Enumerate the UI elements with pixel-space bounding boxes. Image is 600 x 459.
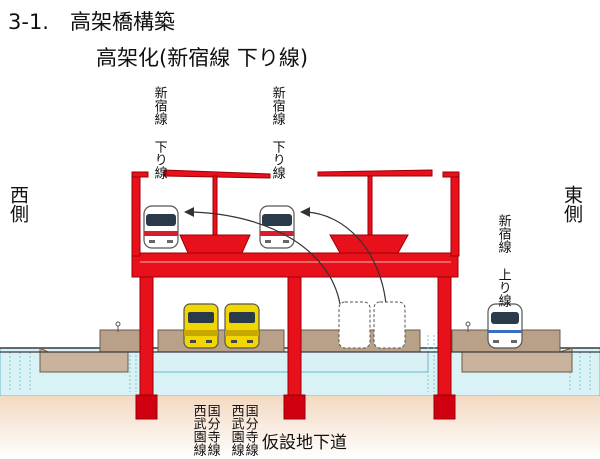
- train-ground-yellow-2: [224, 303, 260, 349]
- platform-right: [329, 234, 409, 254]
- viaduct-deck: [131, 252, 459, 278]
- canopy-left: [163, 169, 271, 179]
- canopy-right: [317, 169, 433, 177]
- viaduct-right-wall: [450, 171, 460, 257]
- seibuen-line-label-2: 西武園線: [228, 404, 244, 456]
- old-track-outlines: [338, 301, 406, 349]
- page-subtitle: 高架化(新宿線 下り線): [96, 46, 309, 70]
- signal-posts: [115, 321, 471, 332]
- seibuen-line-label-1: 西武園線: [190, 404, 206, 456]
- temporary-underpass-label: 仮設地下道: [262, 433, 347, 453]
- down-line-label-2: 新宿線 下り線: [269, 86, 285, 179]
- viaduct: [131, 169, 460, 420]
- train-viaduct-2: [259, 205, 295, 249]
- train-ground-up-line: [487, 303, 523, 349]
- viaduct-left-wall: [131, 171, 141, 257]
- move-arrow-left: [189, 211, 341, 305]
- up-line-label: 新宿線 上り線: [495, 214, 511, 307]
- move-arrow-right: [305, 211, 387, 305]
- kokubunji-line-label-1: 国分寺線: [204, 404, 220, 456]
- kokubunji-line-label-2: 国分寺線: [242, 404, 258, 456]
- move-arrows: [189, 211, 387, 305]
- train-ground-yellow-1: [183, 303, 219, 349]
- west-side-label: 西側: [7, 185, 29, 223]
- train-viaduct-1: [143, 205, 179, 249]
- down-line-label-1: 新宿線 下り線: [151, 86, 167, 179]
- east-side-label: 東側: [561, 185, 583, 223]
- platform-left: [179, 234, 251, 254]
- page-title: 3-1. 高架橋構築: [8, 10, 175, 34]
